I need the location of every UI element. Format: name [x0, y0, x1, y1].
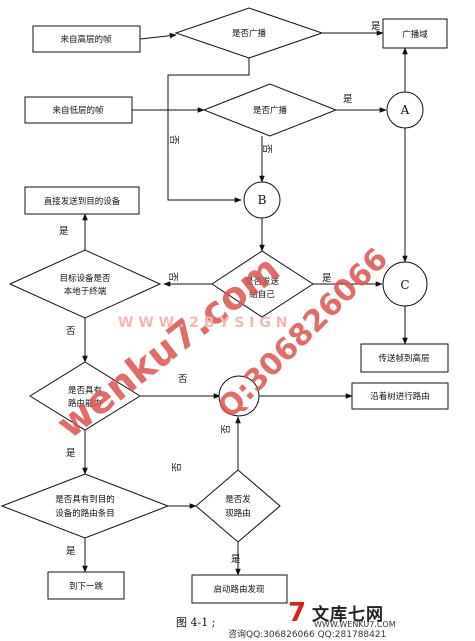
edge-label-no-2: 否 — [261, 144, 272, 154]
logo-mark: 7 — [288, 598, 307, 628]
junction-circle — [218, 375, 260, 417]
edge-label-yes-4: 是 — [322, 273, 332, 284]
edge-label-yes-1: 是 — [371, 21, 381, 32]
label-from-upper: 来自高层的帧 — [60, 34, 112, 45]
diamond-route-capable — [29, 361, 141, 431]
diamond-is-broadcast-2 — [202, 83, 338, 137]
edge-label-yes-6: 是 — [66, 546, 76, 557]
edges — [82, 30, 408, 576]
box-send-direct — [24, 186, 140, 215]
edge-label-yes-2: 是 — [343, 94, 353, 105]
box-from-lower — [24, 96, 133, 124]
label-from-lower: 来自低层的帧 — [52, 105, 104, 116]
box-from-upper — [32, 25, 141, 53]
watermark-2bysign: W W W . 2 B Y S I G N — [118, 315, 287, 331]
diamond-is-sent-to-self — [211, 250, 314, 318]
box-next-hop — [47, 571, 125, 600]
edge-label-no-6: 否 — [221, 424, 232, 434]
diamond-dest-local — [8, 249, 162, 319]
connector-b — [243, 181, 281, 219]
connector-c — [382, 261, 428, 307]
label-connector-a: A — [400, 103, 410, 117]
edge-label-no-3: 否 — [167, 272, 178, 282]
nodes — [0, 7, 449, 604]
logo-url: WWW.WENKU7.COM — [314, 620, 396, 629]
edge-label-yes-5: 是 — [66, 448, 76, 459]
node-labels: 来自高层的帧 是否广播 广播域 来自低层的帧 是否广播 A 直接发送到目的设备 … — [44, 28, 430, 595]
label-route-capable-2: 路由能力 — [68, 398, 102, 409]
contact-qq: 咨询QQ:306826066 QQ:281788421 — [228, 630, 387, 640]
box-broadcast-domain — [382, 18, 448, 49]
edge-label-no-7: 否 — [172, 462, 183, 472]
box-route-along-tree — [351, 382, 449, 410]
label-is-sent-1: 是否发送 — [245, 276, 280, 287]
label-forward-upper: 传送帧到高层 — [378, 353, 429, 364]
label-connector-b: B — [258, 193, 267, 207]
label-route-along-tree: 沿着树进行路由 — [370, 391, 430, 402]
label-send-direct: 直接发送到目的设备 — [44, 196, 121, 207]
logo-brand: 文库七网 — [312, 605, 384, 625]
box-start-discovery — [191, 574, 288, 604]
edge-label-yes-7: 是 — [231, 554, 241, 565]
label-connector-c: C — [400, 278, 409, 292]
label-dest-local-2: 本地于终端 — [64, 286, 107, 297]
label-has-route-entry-1: 是否具有到目的 — [55, 494, 115, 505]
label-is-sent-2: 給自己 — [249, 289, 275, 300]
diamond-is-broadcast-1 — [174, 7, 324, 59]
diamond-found-route — [195, 469, 281, 543]
diamond-has-route-entry — [0, 473, 170, 539]
site-logo: 7 文库七网 WWW.WENKU7.COM — [284, 598, 474, 640]
label-route-capable-1: 是否具有 — [68, 385, 102, 396]
label-broadcast-domain: 广播域 — [402, 29, 428, 40]
label-is-broadcast-1: 是否广播 — [232, 28, 267, 39]
edge-upper-to-broadcast1 — [139, 32, 177, 40]
edge-label-no-5: 否 — [178, 374, 188, 385]
label-has-route-entry-2: 设备的路由条目 — [55, 508, 115, 519]
label-next-hop: 到下一跳 — [69, 581, 104, 592]
edge-label-no-4: 否 — [66, 326, 76, 337]
edge-label-no-1: 否 — [168, 135, 179, 145]
edge-label-yes-3: 是 — [59, 226, 69, 237]
label-start-discovery: 启动路由发现 — [213, 584, 265, 595]
connector-a — [386, 91, 424, 129]
label-found-route-1: 是否发 — [225, 494, 251, 505]
label-is-broadcast-2: 是否广播 — [253, 105, 288, 116]
edge-labels: 是 是 否 否 是 否 是 否 是 否 否 是 是 否 — [59, 21, 381, 565]
edge-broadcast1-no — [167, 58, 250, 203]
figure-caption: 图 4-1 ; — [176, 616, 216, 629]
label-dest-local-1: 目标设备是否 — [59, 273, 111, 284]
box-forward-upper — [360, 343, 449, 373]
label-found-route-2: 现路由 — [225, 508, 251, 519]
